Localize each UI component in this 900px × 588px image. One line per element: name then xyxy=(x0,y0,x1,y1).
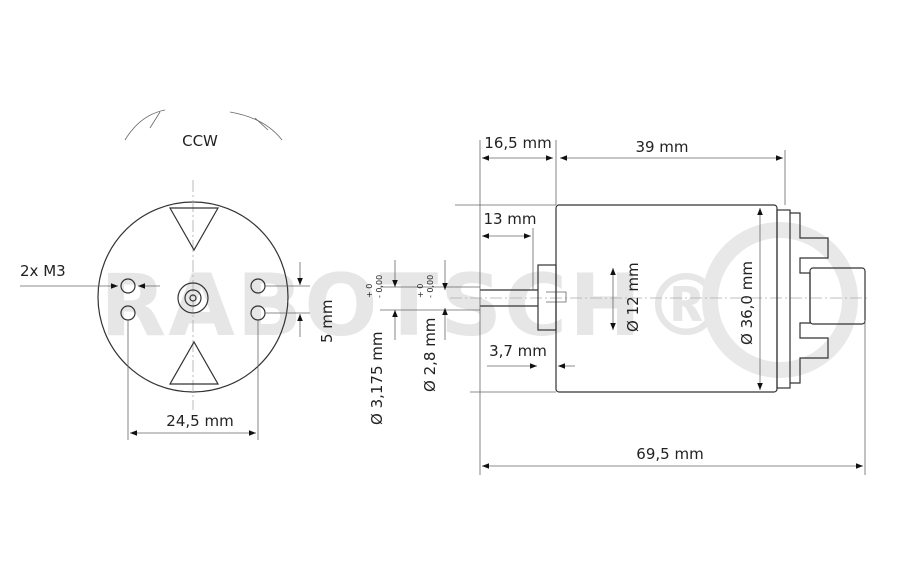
shaft-13-label: 13 mm xyxy=(483,210,536,228)
total-length-label: 69,5 mm xyxy=(636,445,703,463)
boss-length-label: 3,7 mm xyxy=(489,342,547,360)
hole-spacing-label: 24,5 mm xyxy=(166,412,233,430)
mount-hole xyxy=(120,278,136,294)
watermark: RABOTSCH® xyxy=(100,256,731,356)
boss-diameter-label: Ø 12 mm xyxy=(624,262,642,332)
tol-minus: - 0,00 xyxy=(375,275,384,298)
body-diameter-label: Ø 36,0 mm xyxy=(738,261,756,345)
side-view: 16,5 mm 39 mm 13 mm 3,7 mm Ø 12 mm Ø 36,… xyxy=(450,134,870,475)
vent-triangle-bottom xyxy=(168,340,220,385)
tol-plus: + 0 xyxy=(365,284,374,298)
watermark-logo xyxy=(702,222,858,378)
rotation-label: CCW xyxy=(182,132,218,150)
shaft-diameter-b: Ø 2,8 mm xyxy=(421,318,439,392)
hole-offset-label: 5 mm xyxy=(318,299,336,343)
shaft-dimensions: Ø 3,175 mm + 0 - 0,00 Ø 2,8 mm + 0 - 0,0… xyxy=(365,260,480,425)
body-length-label: 39 mm xyxy=(635,138,688,156)
shaft-length-label: 16,5 mm xyxy=(484,134,551,152)
tol-minus: - 0,00 xyxy=(426,275,435,298)
front-view: CCW 2x M3 24,5 mm 5 mm xyxy=(20,109,336,440)
rear-shaft xyxy=(809,267,866,325)
vent-triangle-top xyxy=(168,207,220,252)
shaft-diameter-a: Ø 3,175 mm xyxy=(368,331,386,425)
tol-plus: + 0 xyxy=(416,284,425,298)
thread-label: 2x M3 xyxy=(20,262,66,280)
